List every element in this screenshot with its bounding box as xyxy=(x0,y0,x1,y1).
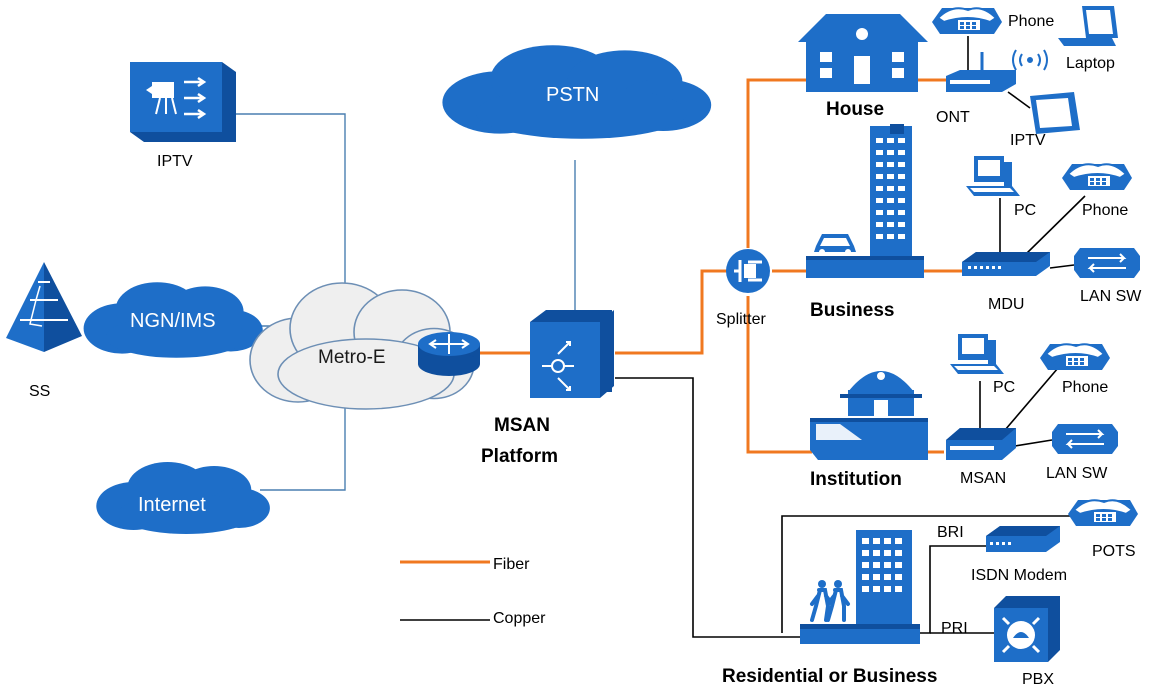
isdn-modem-label: ISDN Modem xyxy=(971,567,1067,584)
institution-icon xyxy=(810,371,928,460)
isdn-modem-icon xyxy=(986,526,1060,552)
business-lan-switch-label: LAN SW xyxy=(1080,288,1142,305)
house-phone-icon xyxy=(931,7,1003,35)
internet-label: Internet xyxy=(138,494,206,516)
msan-platform-label-1: MSAN xyxy=(494,415,550,436)
pbx-label: PBX xyxy=(1022,671,1054,688)
pots-phone-icon xyxy=(1067,499,1139,527)
house-icon xyxy=(798,14,928,92)
business-phone-icon xyxy=(1061,163,1133,191)
wifi-icon xyxy=(1012,49,1048,71)
pots-label: POTS xyxy=(1092,543,1136,560)
house-label: House xyxy=(826,99,884,120)
business-label: Business xyxy=(810,300,894,321)
mdu-icon xyxy=(962,252,1050,276)
ss-label: SS xyxy=(29,383,50,400)
iptv-server-icon xyxy=(130,62,236,142)
institution-phone-icon xyxy=(1039,343,1111,371)
iptv-server-label: IPTV xyxy=(157,153,193,170)
institution-label: Institution xyxy=(810,469,902,490)
splitter-icon xyxy=(726,249,770,293)
institution-lan-switch-icon xyxy=(1051,423,1119,455)
business-pc-icon xyxy=(966,156,1020,196)
msan-platform-label-2: Platform xyxy=(481,446,558,467)
ss-pyramid-icon xyxy=(6,262,82,352)
institution-phone-label: Phone xyxy=(1062,379,1108,396)
business-phone-label: Phone xyxy=(1082,202,1128,219)
pbx-icon xyxy=(994,596,1060,662)
business-lan-switch-icon xyxy=(1073,247,1141,279)
residential-business-label: Residential or Business xyxy=(722,666,937,687)
business-pc-label: PC xyxy=(1014,202,1036,219)
links xyxy=(235,36,1086,638)
laptop-icon xyxy=(1058,6,1118,46)
house-phone-label: Phone xyxy=(1008,13,1054,30)
ont-icon xyxy=(946,52,1016,92)
residential-business-icon xyxy=(800,530,920,644)
laptop-label: Laptop xyxy=(1066,55,1115,72)
router-icon xyxy=(418,332,480,376)
institution-pc-label: PC xyxy=(993,379,1015,396)
business-icon xyxy=(806,124,924,278)
institution-lan-switch-label: LAN SW xyxy=(1046,465,1108,482)
metro-e-label: Metro-E xyxy=(318,347,386,368)
institution-msan-label: MSAN xyxy=(960,470,1006,487)
institution-pc-icon xyxy=(950,334,1004,374)
msan-platform-icon xyxy=(530,310,614,398)
ont-label: ONT xyxy=(936,109,970,126)
institution-msan-icon xyxy=(946,428,1016,460)
pstn-label: PSTN xyxy=(546,84,599,106)
legend-copper-label: Copper xyxy=(493,610,546,627)
ngn-ims-label: NGN/IMS xyxy=(130,310,216,332)
splitter-label: Splitter xyxy=(716,311,766,328)
legend-fiber-label: Fiber xyxy=(493,556,530,573)
mdu-label: MDU xyxy=(988,296,1024,313)
house-iptv-label: IPTV xyxy=(1010,132,1046,149)
legend: Fiber Copper xyxy=(400,556,546,627)
pri-label: PRI xyxy=(941,620,968,637)
bri-label: BRI xyxy=(937,524,964,541)
house-iptv-icon xyxy=(1030,92,1080,134)
